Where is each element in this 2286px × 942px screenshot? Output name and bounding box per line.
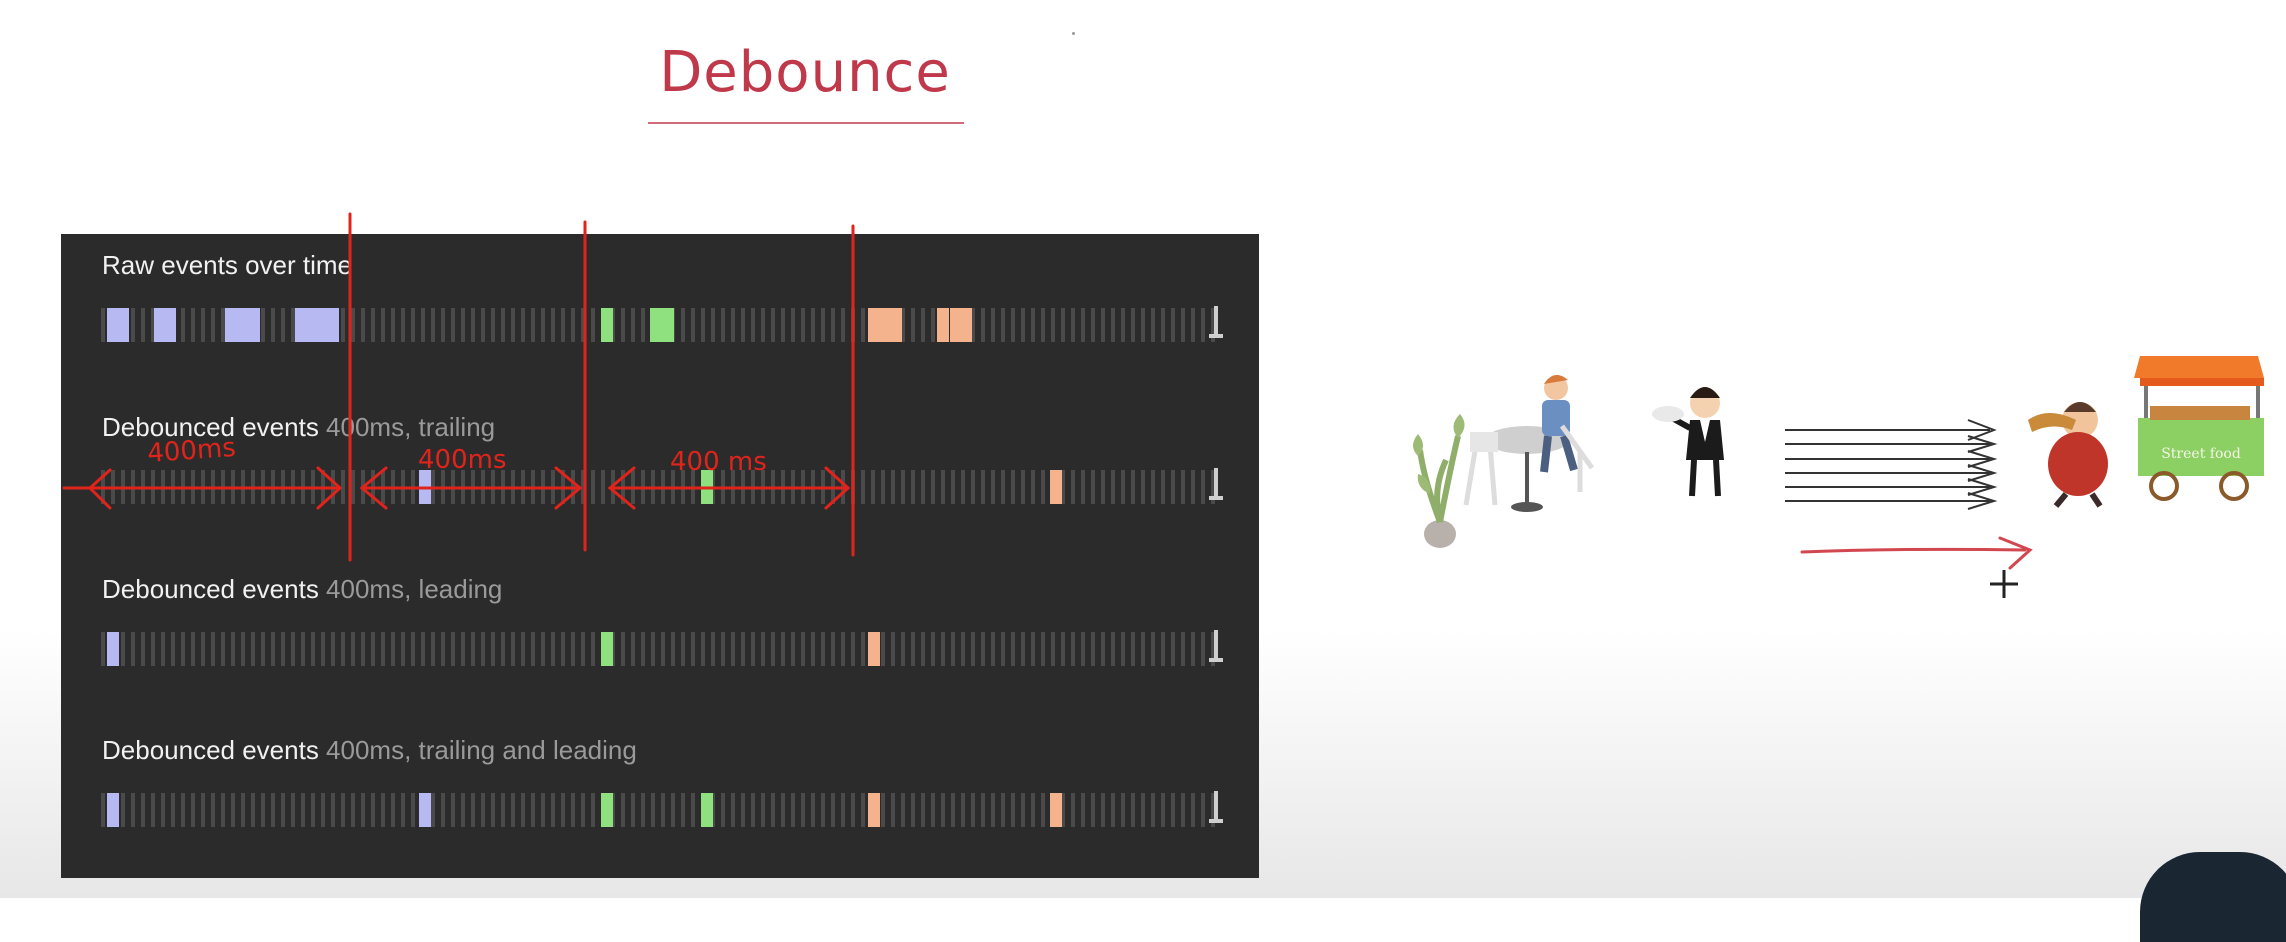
- event-marker-orange: [1049, 470, 1062, 504]
- waiter-icon: [1652, 387, 1724, 497]
- event-marker-orange: [959, 308, 972, 342]
- waiter-illustration: Street food: [1413, 356, 2264, 548]
- food-cart-icon: Street food: [2134, 356, 2264, 501]
- event-marker-green: [600, 793, 613, 827]
- event-marker-green: [700, 793, 713, 827]
- event-marker-green: [649, 308, 662, 342]
- timeline-leading: [101, 630, 1223, 666]
- debounce-diagram-panel: Raw events over time Debounced events 40…: [61, 234, 1259, 878]
- event-marker-blue: [154, 308, 167, 342]
- event-marker-blue: [225, 308, 238, 342]
- event-marker-green: [600, 308, 613, 342]
- event-marker-orange: [890, 308, 903, 342]
- event-marker-orange: [880, 308, 893, 342]
- event-marker-blue: [327, 308, 340, 342]
- event-marker-blue: [419, 793, 432, 827]
- event-marker-blue: [247, 308, 260, 342]
- crosshair-cursor-icon: [1990, 570, 2018, 598]
- row-label-raw: Raw events over time: [102, 250, 352, 280]
- timeline-end-marker: [1209, 306, 1223, 346]
- title-underline: [648, 122, 964, 124]
- event-marker-blue: [164, 308, 177, 342]
- presenter-webcam-corner: [2140, 852, 2286, 942]
- cart-sign-text: Street food: [2161, 446, 2241, 462]
- row-label-trailing: Debounced events 400ms, trailing: [102, 412, 496, 442]
- cartoon-vendor-icon: [2028, 402, 2108, 508]
- event-marker-blue: [107, 793, 120, 827]
- event-marker-blue: [117, 308, 130, 342]
- event-marker-orange: [868, 308, 881, 342]
- event-marker-orange: [868, 632, 881, 666]
- row-label-leading: Debounced events 400ms, leading: [102, 574, 503, 604]
- event-marker-blue: [305, 308, 317, 342]
- event-marker-blue: [107, 632, 120, 666]
- interval-label-3: 400 ms: [670, 447, 767, 477]
- timeline-raw: [101, 306, 1223, 342]
- arrows-to-stall: [1785, 419, 1998, 510]
- event-marker-orange: [1049, 793, 1062, 827]
- timeline-end-marker: [1209, 468, 1223, 508]
- speck: [1072, 32, 1075, 35]
- event-marker-blue: [107, 308, 120, 342]
- interval-label-2: 400ms: [418, 445, 507, 475]
- event-marker-orange: [868, 793, 881, 827]
- event-marker-blue: [317, 308, 330, 342]
- diner-at-table-icon: [1463, 374, 1595, 512]
- timeline-trailing-leading: [101, 791, 1223, 827]
- annotation-layer: 400ms 400ms 400 ms: [62, 212, 2033, 598]
- timeline-end-marker: [1209, 791, 1223, 831]
- timeline-end-marker: [1209, 630, 1223, 670]
- event-marker-green: [662, 308, 674, 342]
- page-title: Debounce: [659, 40, 951, 105]
- event-marker-orange: [937, 308, 950, 342]
- event-marker-blue: [294, 308, 307, 342]
- plant-icon: [1413, 414, 1465, 548]
- row-label-trailing-leading: Debounced events 400ms, trailing and lea…: [102, 735, 637, 765]
- event-marker-blue: [235, 308, 248, 342]
- event-marker-green: [600, 632, 613, 666]
- interval-label-1: 400ms: [146, 433, 236, 469]
- event-marker-orange: [949, 308, 962, 342]
